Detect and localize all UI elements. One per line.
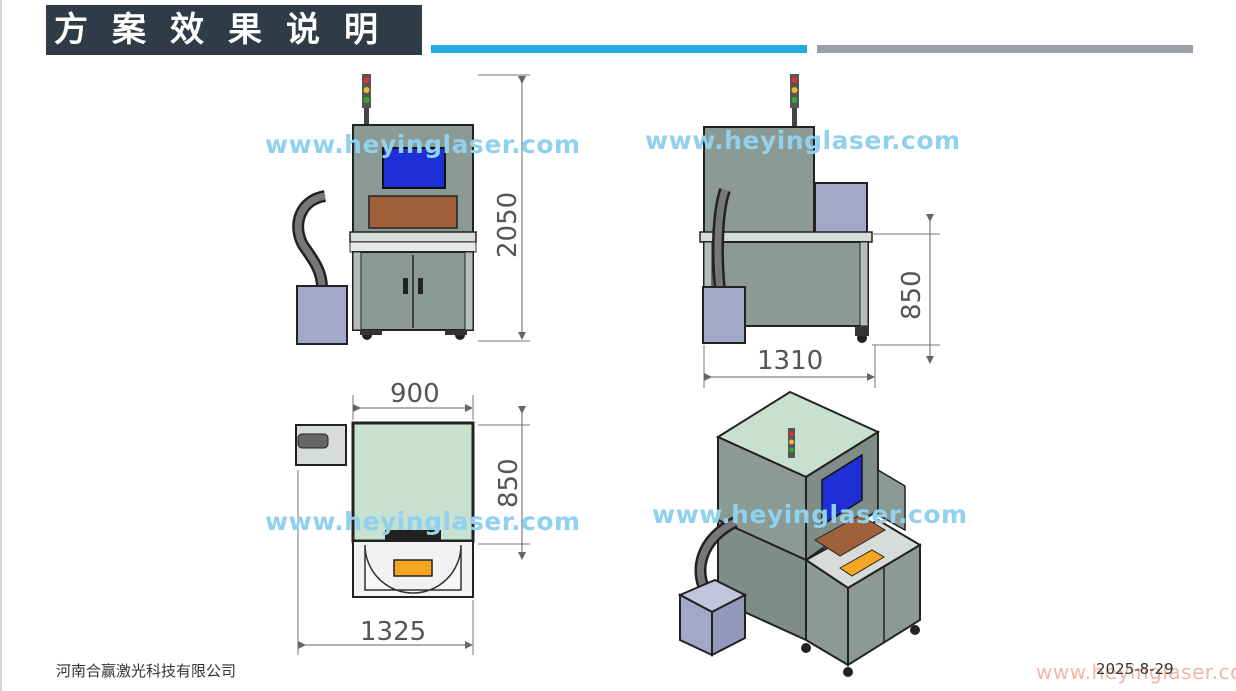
- watermark-footer: www.heyinglaser.com: [1036, 660, 1236, 684]
- watermark-iso-view: www.heyinglaser.com: [652, 500, 968, 529]
- isometric-view: [677, 390, 922, 677]
- watermark-side-view: www.heyinglaser.com: [645, 126, 961, 155]
- top-view: [295, 395, 530, 655]
- watermark-top-view: www.heyinglaser.com: [265, 507, 581, 536]
- dim-side-width: 1310: [757, 346, 823, 376]
- front-view: [292, 74, 530, 345]
- title-accent-bar-blue: [431, 45, 807, 53]
- side-view: [699, 74, 940, 388]
- footer-company-name: 河南合赢激光科技有限公司: [56, 662, 237, 680]
- dim-side-height: 850: [897, 270, 927, 320]
- dim-top-depth: 850: [494, 458, 524, 508]
- dim-front-height: 2050: [493, 192, 523, 258]
- dim-top-total-width: 1325: [360, 617, 426, 647]
- dim-top-width: 900: [390, 379, 440, 409]
- footer-date: 2025-8-29: [1096, 660, 1174, 678]
- page-edge: [0, 0, 2, 691]
- watermark-front-view: www.heyinglaser.com: [265, 130, 581, 159]
- page-title: 方案效果说明: [46, 5, 422, 55]
- title-accent-bar-gray: [817, 45, 1193, 53]
